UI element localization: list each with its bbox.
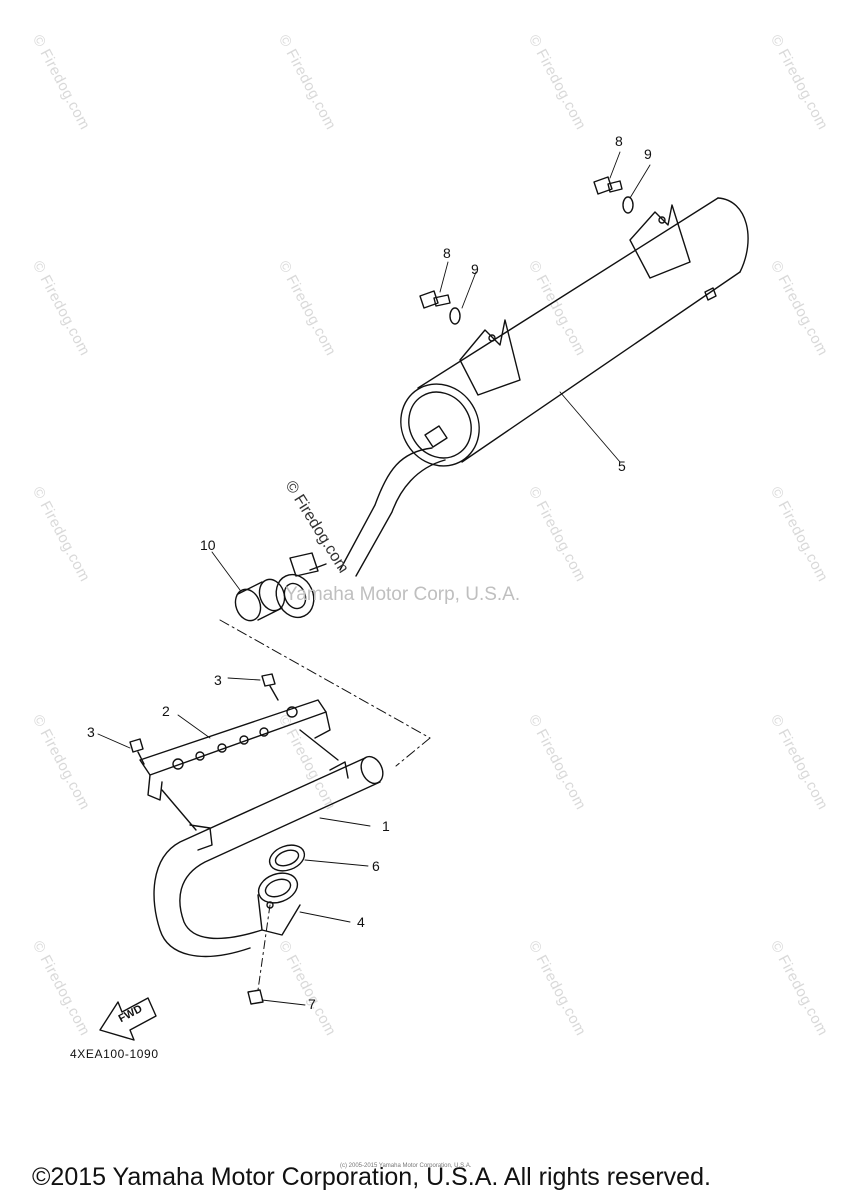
callout-6: 6 — [372, 858, 380, 874]
callout-1: 1 — [382, 818, 390, 834]
forward-arrow-icon — [99, 997, 157, 1041]
muffler-inlet-pipe — [339, 447, 446, 577]
exhaust-flange-part — [257, 872, 301, 936]
muffler-part — [400, 197, 749, 467]
callout-3: 3 — [214, 672, 222, 688]
callout-8: 8 — [443, 245, 451, 261]
callout-5: 5 — [618, 458, 626, 474]
bolt-part — [419, 176, 623, 309]
gasket-part — [268, 844, 306, 872]
assembly-guide-lines — [219, 619, 431, 767]
callout-4: 4 — [357, 914, 365, 930]
callout-7: 7 — [308, 996, 316, 1012]
washer-part — [449, 196, 634, 325]
callout-2: 2 — [162, 703, 170, 719]
bolt-part — [247, 904, 271, 1005]
leader-lines — [97, 151, 651, 1006]
callout-9: 9 — [644, 146, 652, 162]
callout-3: 3 — [87, 724, 95, 740]
callout-8: 8 — [615, 133, 623, 149]
heat-protector-part — [139, 699, 339, 831]
bolt-part — [129, 673, 279, 765]
callout-10: 10 — [200, 537, 216, 553]
exhaust-pipe-part — [153, 755, 384, 958]
center-watermark: Yamaha Motor Corp, U.S.A. — [285, 584, 521, 605]
copyright-footer: ©2015 Yamaha Motor Corporation, U.S.A. A… — [32, 1163, 711, 1191]
pipe-clamp — [275, 552, 327, 619]
callout-9: 9 — [471, 261, 479, 277]
fine-print: (c) 2005-2015 Yamaha Motor Corporation, … — [340, 1163, 472, 1169]
pipe-sleeve-part — [234, 578, 286, 622]
diagram-code: 4XEA100-1090 — [70, 1047, 159, 1061]
